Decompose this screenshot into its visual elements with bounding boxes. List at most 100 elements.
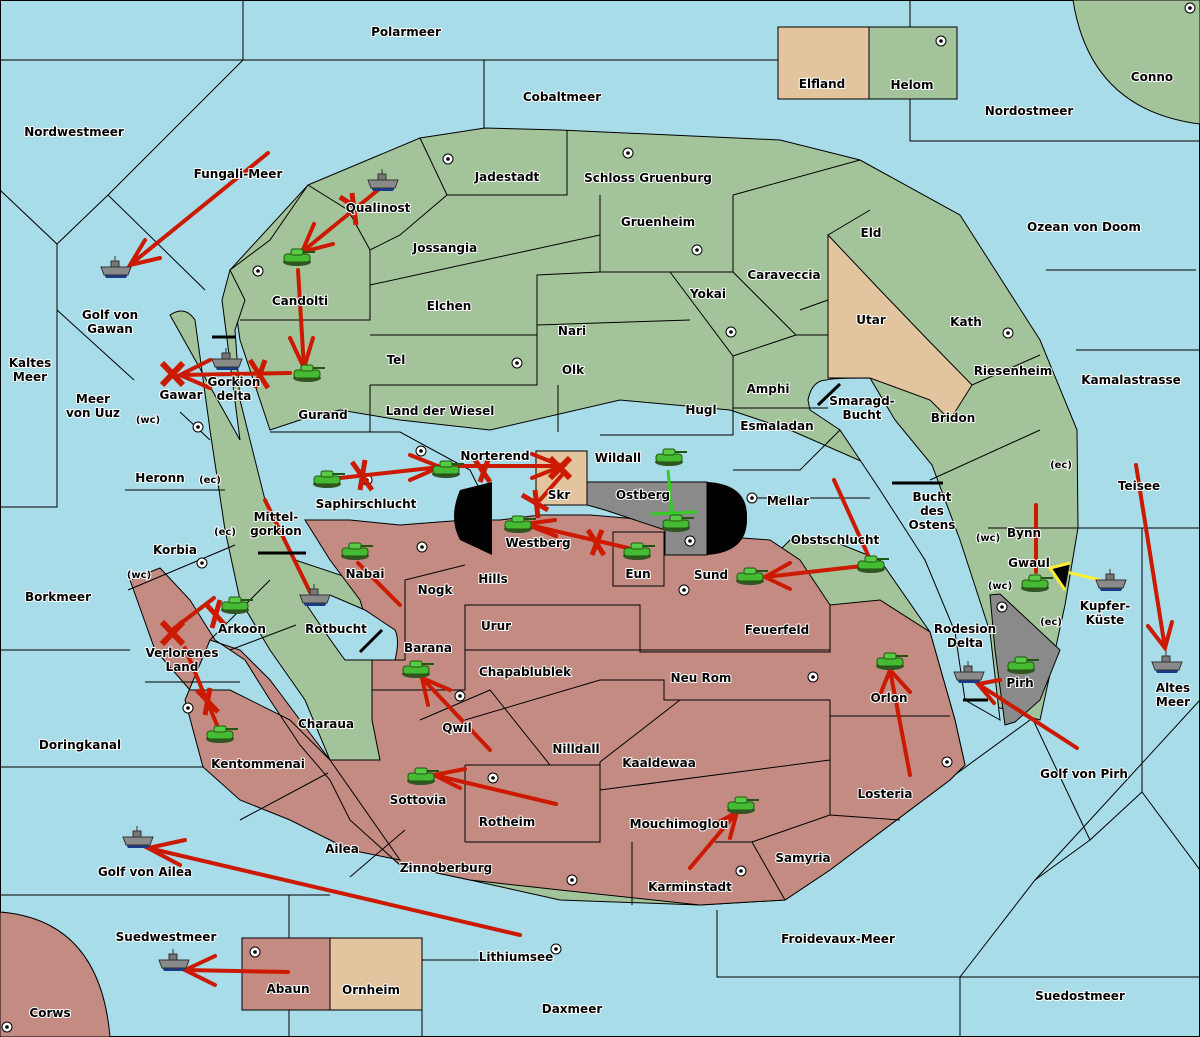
region-label[interactable]: Qualinost — [345, 200, 412, 216]
region-label[interactable]: Amphi — [745, 381, 790, 397]
region-label[interactable]: Kamalastrasse — [1080, 372, 1182, 388]
region-label[interactable]: Teisee — [1117, 478, 1161, 494]
region-label[interactable]: Suedostmeer — [1034, 988, 1126, 1004]
region-label[interactable]: Candolti — [271, 293, 329, 309]
region-label[interactable]: Karminstadt — [647, 879, 733, 895]
region-label[interactable]: Helom — [889, 77, 934, 93]
region-label[interactable]: Polarmeer — [370, 24, 442, 40]
army-tank-icon[interactable] — [293, 364, 325, 382]
region-utar[interactable] — [827, 233, 973, 421]
army-tank-icon[interactable] — [1021, 574, 1053, 592]
region-label[interactable]: Neu Rom — [670, 670, 733, 686]
region-label[interactable]: Kath — [949, 314, 983, 330]
region-label[interactable]: Losteria — [856, 786, 913, 802]
region-label[interactable]: Bynn — [1006, 525, 1042, 541]
region-label[interactable]: Elchen — [426, 298, 473, 314]
region-label[interactable]: Daxmeer — [541, 1001, 604, 1017]
region-label[interactable]: Esmaladan — [739, 418, 814, 434]
army-tank-icon[interactable] — [736, 567, 768, 585]
region-label[interactable]: Skr — [547, 487, 572, 503]
region-label[interactable]: Qwil — [441, 720, 473, 736]
region-label[interactable]: Nabai — [345, 566, 386, 582]
region-label[interactable]: Riesenheim — [973, 363, 1054, 379]
army-tank-icon[interactable] — [655, 448, 687, 466]
region-label[interactable]: Zinnoberburg — [399, 860, 493, 876]
region-corws[interactable] — [0, 911, 111, 1037]
region-label[interactable]: Utar — [855, 312, 887, 328]
region-label[interactable]: Westberg — [504, 535, 571, 551]
region-label[interactable]: Golf von Ailea — [97, 864, 193, 880]
region-elfland[interactable] — [777, 26, 870, 100]
army-tank-icon[interactable] — [504, 515, 536, 533]
army-tank-icon[interactable] — [283, 248, 315, 266]
region-label[interactable]: Rotheim — [478, 814, 537, 830]
region-label[interactable]: Lithiumsee — [478, 949, 555, 965]
region-label[interactable]: Conno — [1130, 69, 1174, 85]
region-label[interactable]: Kaaldewaa — [621, 755, 697, 771]
region-label[interactable]: Doringkanal — [38, 737, 122, 753]
army-tank-icon[interactable] — [662, 514, 694, 532]
army-tank-icon[interactable] — [407, 767, 439, 785]
region-label[interactable]: Nilldall — [551, 741, 600, 757]
region-label[interactable]: Sottovia — [389, 792, 448, 808]
army-tank-icon[interactable] — [432, 460, 464, 478]
army-tank-icon[interactable] — [1007, 656, 1039, 674]
army-tank-icon[interactable] — [727, 796, 759, 814]
army-tank-icon[interactable] — [206, 725, 238, 743]
region-label[interactable]: Chapablublek — [478, 664, 573, 680]
region-label[interactable]: Eld — [860, 225, 883, 241]
army-tank-icon[interactable] — [313, 470, 345, 488]
army-tank-icon[interactable] — [221, 596, 253, 614]
region-label[interactable]: Nordwestmeer — [23, 124, 125, 140]
region-label[interactable]: Smaragd-Bucht — [828, 393, 895, 423]
region-label[interactable]: Hugl — [684, 402, 717, 418]
army-tank-icon[interactable] — [876, 652, 908, 670]
region-label[interactable]: Charaua — [297, 716, 355, 732]
region-label[interactable]: Nogk — [417, 582, 455, 598]
region-label[interactable]: Rotbucht — [304, 621, 368, 637]
region-label[interactable]: Borkmeer — [24, 589, 92, 605]
fleet-ship-icon[interactable] — [1095, 569, 1127, 591]
fleet-ship-icon[interactable] — [122, 826, 154, 848]
region-label[interactable]: Korbia — [152, 542, 198, 558]
fleet-ship-icon[interactable] — [299, 584, 331, 606]
region-label[interactable]: Land der Wiesel — [385, 403, 496, 419]
region-conno[interactable] — [1072, 0, 1200, 125]
region-label[interactable]: Urur — [480, 618, 512, 634]
region-label[interactable]: Ozean von Doom — [1026, 219, 1142, 235]
region-label[interactable]: Ostberg — [615, 487, 671, 503]
region-label[interactable]: Ailea — [324, 841, 360, 857]
fleet-ship-icon[interactable] — [1151, 651, 1183, 673]
army-tank-icon[interactable] — [623, 542, 655, 560]
region-label[interactable]: Gwaul — [1007, 555, 1051, 571]
region-label[interactable]: Gruenheim — [620, 214, 696, 230]
fleet-ship-icon[interactable] — [367, 169, 399, 191]
region-label[interactable]: Corws — [28, 1005, 71, 1021]
region-label[interactable]: Gawar — [158, 387, 203, 403]
region-label[interactable]: Golf von Pirh — [1039, 766, 1129, 782]
region-label[interactable]: Norterend — [459, 448, 530, 464]
region-label[interactable]: Elfland — [798, 76, 846, 92]
region-label[interactable]: Heronn — [134, 470, 185, 486]
army-tank-icon[interactable] — [341, 542, 373, 560]
region-label[interactable]: Nari — [557, 323, 587, 339]
region-label[interactable]: Mellar — [766, 493, 810, 509]
region-label[interactable]: Sund — [693, 567, 729, 583]
region-label[interactable]: Gurand — [297, 407, 349, 423]
region-label[interactable]: Kentommenai — [210, 756, 306, 772]
fleet-ship-icon[interactable] — [158, 949, 190, 971]
region-label[interactable]: Ornheim — [341, 982, 401, 998]
region-label[interactable]: Obstschlucht — [790, 532, 881, 548]
region-label[interactable]: Saphirschlucht — [315, 496, 418, 512]
region-label[interactable]: Suedwestmeer — [115, 929, 218, 945]
region-label[interactable]: Orlon — [869, 690, 908, 706]
region-label[interactable]: Fungali-Meer — [193, 166, 284, 182]
region-ornheim[interactable] — [329, 937, 423, 1011]
